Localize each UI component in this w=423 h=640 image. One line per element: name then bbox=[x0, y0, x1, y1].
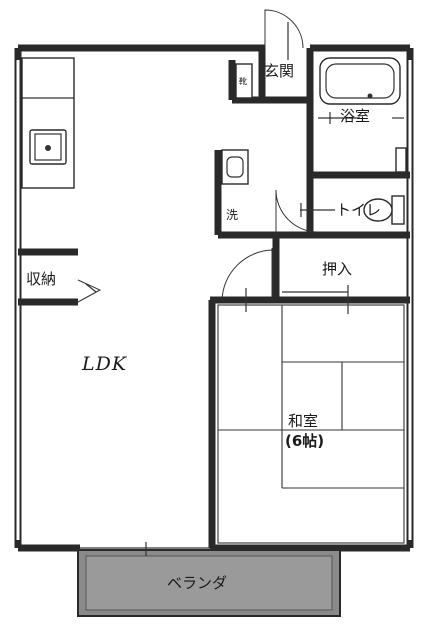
closet-label: 押入 bbox=[322, 260, 352, 278]
shoe-cabinet bbox=[235, 63, 253, 99]
tatami-layout bbox=[217, 304, 405, 544]
shoe-cabinet-label: 靴 bbox=[239, 76, 247, 86]
storage-label: 収納 bbox=[26, 270, 56, 288]
toilet-label: トイレ bbox=[336, 201, 381, 219]
kitchen-counter bbox=[21, 57, 75, 189]
veranda-label: ベランダ bbox=[167, 574, 227, 592]
washitsu-label: 和室 bbox=[288, 412, 318, 430]
ldk-label: LDK bbox=[81, 353, 128, 375]
bathtub-icon bbox=[319, 57, 401, 105]
door-swings bbox=[77, 9, 360, 314]
interior-walls bbox=[18, 48, 410, 548]
veranda bbox=[77, 542, 341, 617]
entrance-label: 玄関 bbox=[264, 62, 294, 80]
outer-walls bbox=[14, 44, 414, 552]
washitsu-size-label: (6帖) bbox=[285, 432, 324, 450]
kitchen-sink-icon bbox=[45, 145, 51, 151]
toilet-icon bbox=[363, 195, 405, 225]
washing-machine-label: 洗 bbox=[226, 208, 238, 222]
washbasin-icon bbox=[221, 149, 249, 185]
bathroom-label: 浴室 bbox=[340, 107, 370, 125]
